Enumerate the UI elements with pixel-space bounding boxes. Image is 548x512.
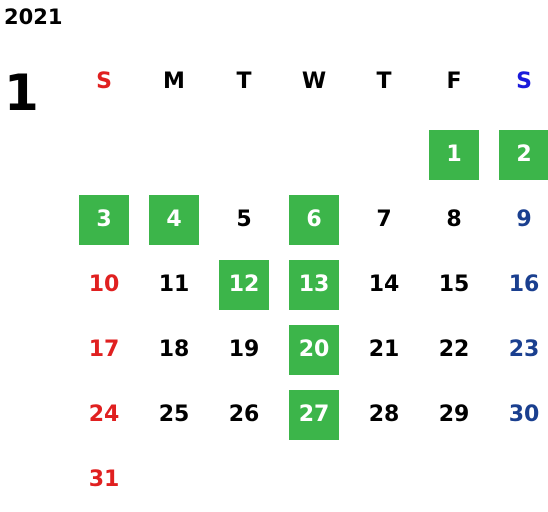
calendar-day[interactable]: 26 — [228, 401, 260, 427]
calendar-cell — [489, 447, 548, 512]
calendar-cell: 21 — [349, 317, 419, 382]
calendar-cell: 6 — [279, 187, 349, 252]
calendar-cell: 27 — [279, 382, 349, 447]
calendar-cell: 11 — [139, 252, 209, 317]
calendar-cell: 29 — [419, 382, 489, 447]
calendar-cell: 2 — [489, 122, 548, 187]
calendar-day[interactable]: 16 — [508, 271, 540, 297]
highlighted-day[interactable]: 27 — [289, 389, 339, 440]
calendar-cell: 30 — [489, 382, 548, 447]
calendar-day[interactable]: 15 — [438, 271, 470, 297]
calendar-cell — [209, 447, 279, 512]
calendar-cell: 12 — [209, 252, 279, 317]
calendar-cell: 10 — [69, 252, 139, 317]
calendar-cell — [349, 447, 419, 512]
calendar-cell: 3 — [69, 187, 139, 252]
weekday-thursday: T — [376, 69, 392, 94]
highlighted-day[interactable]: 3 — [79, 194, 129, 245]
highlighted-day[interactable]: 2 — [499, 129, 548, 180]
calendar-cell: 31 — [69, 447, 139, 512]
calendar-cell: 14 — [349, 252, 419, 317]
weekday-saturday: S — [516, 69, 532, 94]
calendar-day[interactable]: 8 — [446, 206, 462, 232]
calendar-day[interactable]: 18 — [158, 336, 190, 362]
calendar-cell — [139, 447, 209, 512]
calendar-day[interactable]: 30 — [508, 401, 540, 427]
calendar-cell: 18 — [139, 317, 209, 382]
calendar-cell: 26 — [209, 382, 279, 447]
highlighted-day[interactable]: 4 — [149, 194, 199, 245]
calendar-week-row: 17 18 19 20 21 22 23 — [69, 317, 548, 382]
calendar-day[interactable]: 22 — [438, 336, 470, 362]
calendar-cell: 1 — [419, 122, 489, 187]
calendar-week-row: 31 — [69, 447, 548, 512]
calendar-week-row: 24 25 26 27 28 29 30 — [69, 382, 548, 447]
calendar-day[interactable]: 7 — [376, 206, 392, 232]
calendar-cell — [349, 122, 419, 187]
highlighted-day[interactable]: 13 — [289, 259, 339, 310]
calendar-day[interactable]: 14 — [368, 271, 400, 297]
weekday-friday: F — [446, 69, 462, 94]
calendar-day[interactable]: 5 — [236, 206, 252, 232]
calendar-day[interactable]: 31 — [88, 466, 120, 492]
calendar-cell: 13 — [279, 252, 349, 317]
calendar-cell — [279, 122, 349, 187]
calendar-cell — [139, 122, 209, 187]
calendar-cell — [419, 447, 489, 512]
calendar-cell: 16 — [489, 252, 548, 317]
calendar-day[interactable]: 10 — [88, 271, 120, 297]
highlighted-day[interactable]: 20 — [289, 324, 339, 375]
calendar-cell: 20 — [279, 317, 349, 382]
weekday-tuesday: T — [236, 69, 252, 94]
calendar-day[interactable]: 17 — [88, 336, 120, 362]
calendar-cell — [209, 122, 279, 187]
calendar-day[interactable]: 25 — [158, 401, 190, 427]
highlighted-day[interactable]: 1 — [429, 129, 479, 180]
calendar-cell: 17 — [69, 317, 139, 382]
calendar-cell: 9 — [489, 187, 548, 252]
calendar-day[interactable]: 28 — [368, 401, 400, 427]
calendar-cell: 24 — [69, 382, 139, 447]
calendar-day[interactable]: 19 — [228, 336, 260, 362]
calendar-cell: 28 — [349, 382, 419, 447]
calendar-cell: 5 — [209, 187, 279, 252]
calendar-day[interactable]: 21 — [368, 336, 400, 362]
calendar-cell: 8 — [419, 187, 489, 252]
highlighted-day[interactable]: 12 — [219, 259, 269, 310]
calendar-cell — [279, 447, 349, 512]
highlighted-day[interactable]: 6 — [289, 194, 339, 245]
calendar-day[interactable]: 23 — [508, 336, 540, 362]
calendar-week-row: 10 11 12 13 14 15 16 — [69, 252, 548, 317]
calendar-year: 2021 — [4, 5, 63, 29]
calendar-cell: 15 — [419, 252, 489, 317]
weekday-header-row: S M T W T F S — [69, 62, 548, 102]
calendar-cell: 25 — [139, 382, 209, 447]
calendar-cell: 22 — [419, 317, 489, 382]
weekday-wednesday: W — [301, 69, 327, 94]
weekday-sunday: S — [96, 69, 112, 94]
calendar-cell: 4 — [139, 187, 209, 252]
calendar-cell — [69, 122, 139, 187]
calendar-day[interactable]: 24 — [88, 401, 120, 427]
calendar-day[interactable]: 29 — [438, 401, 470, 427]
calendar-month: 1 — [4, 64, 39, 122]
weekday-monday: M — [163, 69, 185, 94]
calendar-day[interactable]: 11 — [158, 271, 190, 297]
calendar-cell: 19 — [209, 317, 279, 382]
calendar-day[interactable]: 9 — [516, 206, 532, 232]
calendar-cell: 23 — [489, 317, 548, 382]
calendar-cell: 7 — [349, 187, 419, 252]
